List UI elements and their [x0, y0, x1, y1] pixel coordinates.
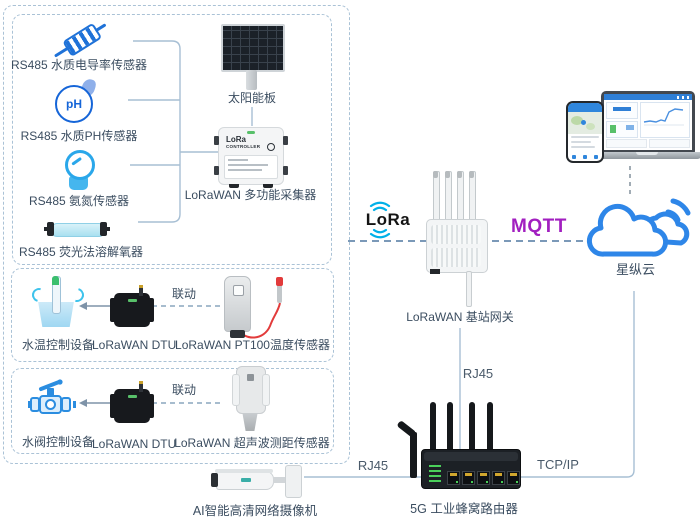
camera-device [211, 469, 274, 490]
gateway-antenna-icon [469, 171, 476, 223]
router-bent-antenna-icon [410, 432, 417, 478]
gateway-antenna-icon [433, 171, 440, 223]
rj45-camera-label: RJ45 [357, 458, 389, 473]
cloud-label: 星纵云 [615, 262, 655, 277]
dtu-device [110, 285, 154, 327]
gateway-bottom-antenna-icon [466, 271, 472, 307]
sensor-label-conductivity: RS485 水质电导率传感器 [10, 58, 148, 72]
dissolved-oxygen-sensor-icon [44, 222, 110, 237]
gateway-label: LoRaWAN 基站网关 [406, 310, 514, 324]
field-devices-group-box [3, 5, 350, 464]
laptop-base [592, 152, 700, 159]
ultrasonic-cone-icon [242, 413, 258, 431]
dtu-device [110, 381, 154, 423]
sensor-label-dissolved-oxygen: RS485 荧光法溶解氧器 [18, 245, 144, 259]
sensor-label-ph: RS485 水质PH传感器 [20, 129, 138, 143]
sensors-group-box [12, 14, 332, 265]
lora-controller-device: LoRa CONTROLLER [214, 127, 288, 188]
antenna-icon [139, 285, 143, 296]
laptop-icon [601, 91, 695, 153]
pt100-sensor-label: LoRaWAN PT100温度传感器 [175, 338, 330, 352]
lora-logo: LoRa [358, 201, 418, 239]
pt100-sensor-device [224, 276, 251, 338]
ultrasonic-sensor-label: LoRaWAN 超声波测距传感器 [174, 436, 330, 450]
router-antenna-icon [469, 402, 475, 450]
camera-mount-arm [273, 477, 286, 483]
gateway-antenna-icon [457, 171, 464, 223]
temp-dtu-label: LoRaWAN DTU [92, 338, 177, 352]
valve-control-group-box [11, 368, 334, 454]
mqtt-label: MQTT [511, 216, 567, 237]
gateway-device [426, 219, 488, 273]
temp-link-label: 联动 [171, 287, 196, 301]
ultrasonic-sensor-device [232, 366, 270, 414]
camera-label: AI智能高清网络摄像机 [192, 504, 318, 518]
router-antenna-icon [430, 402, 436, 450]
conductivity-sensor-icon [48, 20, 112, 60]
ph-sensor-icon: pH [55, 77, 98, 125]
solar-panel-label: 太阳能板 [227, 91, 276, 105]
router-led-icon [429, 464, 441, 482]
solar-panel-icon [220, 24, 285, 94]
router-label: 5G 工业蜂窝路由器 [410, 502, 518, 516]
router-antenna-icon [487, 402, 493, 450]
collector-label: LoRaWAN 多功能采集器 [184, 188, 317, 202]
router-antenna-icon [447, 402, 453, 450]
controller-led-icon [267, 143, 275, 151]
valve-link-label: 联动 [171, 383, 196, 397]
valve-dtu-label: LoRaWAN DTU [92, 437, 177, 451]
sensor-label-ammonia: RS485 氨氮传感器 [28, 194, 130, 208]
phone-icon [566, 101, 604, 163]
camera-lens-icon [211, 473, 218, 487]
valve-icon [28, 376, 76, 426]
temp-actuator-label: 水温控制设备 [21, 338, 94, 352]
router-ethernet-ports [447, 471, 520, 485]
router-to-cloud-line [518, 291, 635, 478]
temp-control-group-box [11, 268, 334, 362]
camera-mount-plate [285, 465, 302, 498]
gateway-antenna-icon [445, 171, 452, 223]
thermometer-cup-icon [29, 276, 87, 328]
gateway-port-icon [430, 269, 440, 274]
pt100-probe-icon [276, 277, 283, 303]
controller-model-text: CONTROLLER [226, 144, 261, 149]
lora-logo-text: LoRa [365, 210, 411, 229]
controller-brand-text: LoRa [226, 135, 246, 144]
tcpip-label: TCP/IP [537, 457, 579, 472]
antenna-icon [139, 381, 143, 392]
router-device [421, 449, 521, 489]
ammonia-sensor-icon [62, 150, 96, 192]
rj45-gateway-label: RJ45 [462, 366, 494, 381]
cloud-icon [580, 195, 692, 265]
valve-actuator-label: 水阀控制设备 [21, 435, 94, 449]
